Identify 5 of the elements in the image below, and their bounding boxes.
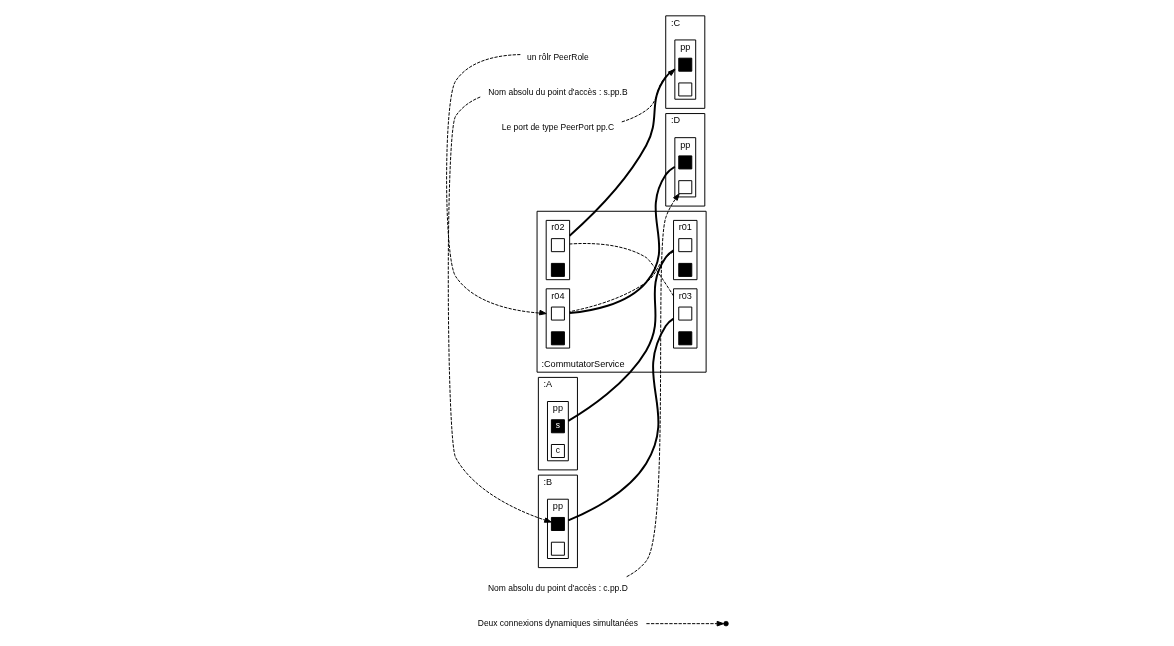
node-text: Le port de type PeerPort pp.C [501,122,614,133]
node-text: un rôlr PeerRole [526,51,589,62]
node-text: Nom absolu du point d'accès : c.pp.D [487,582,628,593]
node-text: Deux connexions dynamiques simultanées [477,617,638,628]
node-text: Nom absolu du point d'accès : s.pp.B [487,86,628,97]
